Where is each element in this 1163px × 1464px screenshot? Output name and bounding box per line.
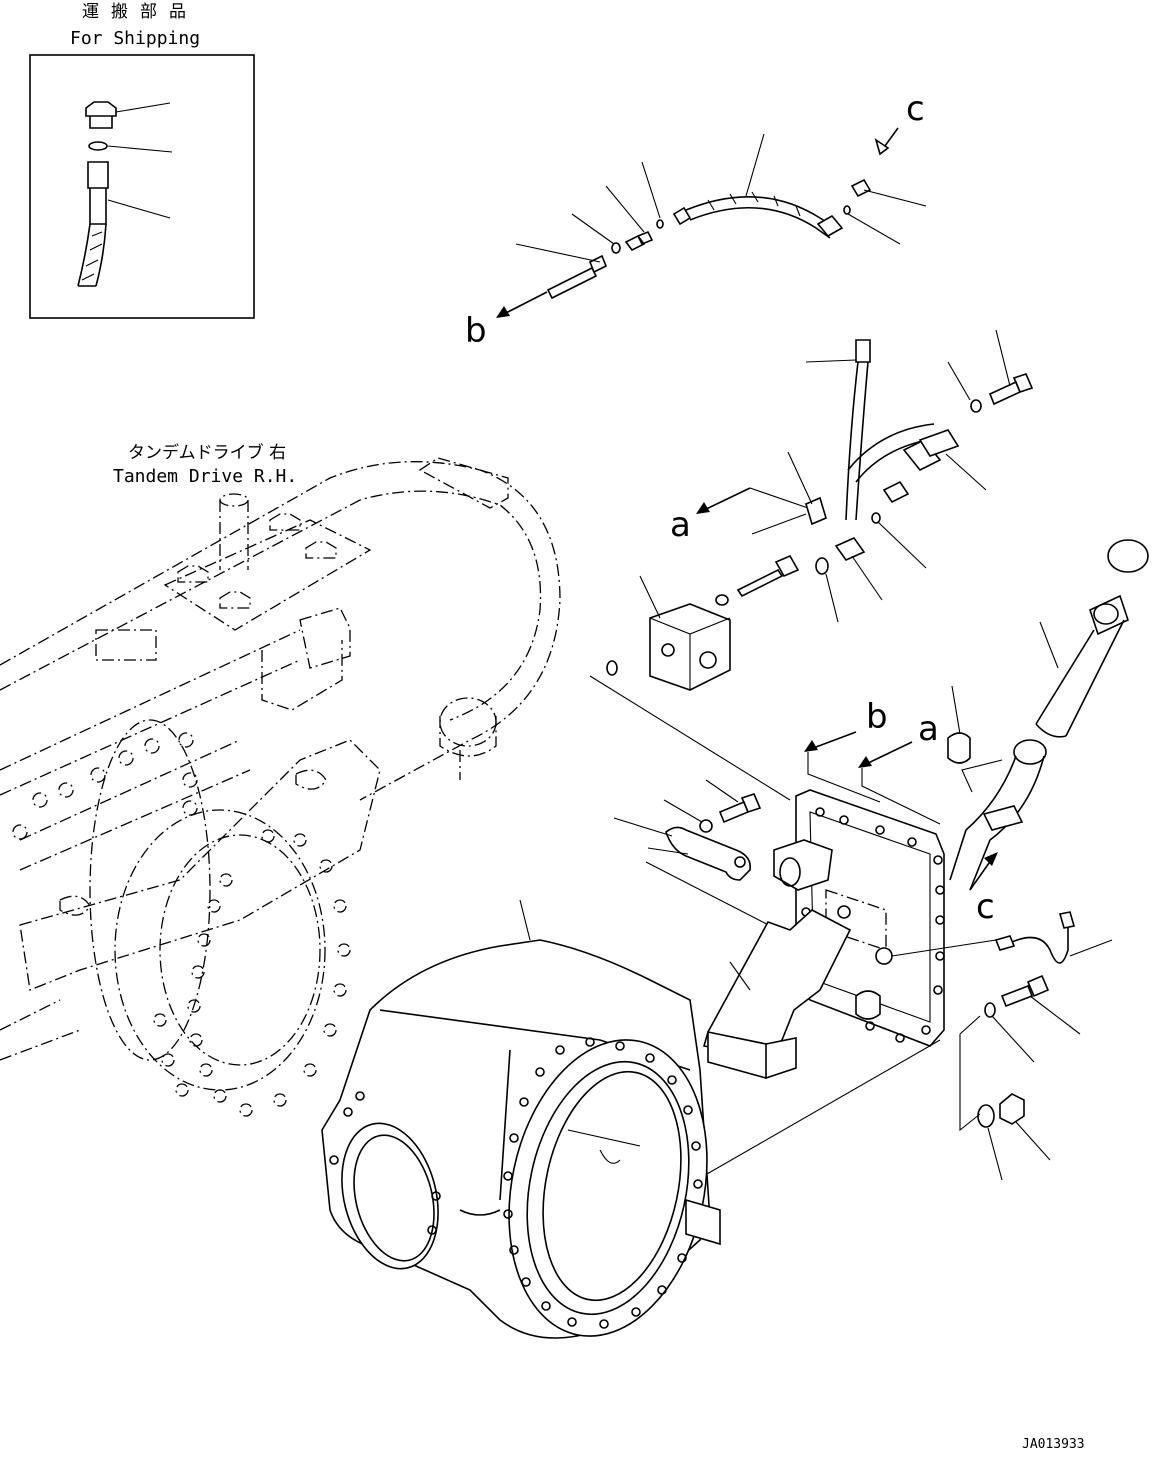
oring-1 <box>611 242 621 254</box>
shipping-title-jp: 運搬部品 <box>82 2 198 22</box>
tandem-case <box>321 899 721 1339</box>
long-bolt <box>736 554 800 598</box>
ref-label-a-lower: a <box>918 709 939 749</box>
washer-upper <box>970 399 982 413</box>
shipping-hose-fitting <box>87 161 109 225</box>
bolt-holes-housing <box>12 732 351 1117</box>
elbow-fitting <box>834 537 866 561</box>
upper-hose-assembly: c b <box>465 89 927 351</box>
tandem-title-en: Tandem Drive R.H. <box>113 466 297 487</box>
ref-label-c-lower: c <box>976 887 995 927</box>
ref-label-b-lower: b <box>866 697 888 737</box>
cover-plate <box>613 779 1113 1181</box>
oring-2 <box>656 219 664 229</box>
middle-hose-assembly: a <box>589 329 1034 801</box>
bolt-mid <box>718 793 762 824</box>
oring-5 <box>815 557 829 575</box>
tandem-title-jp: タンデムドライブ 右 <box>128 442 286 463</box>
washer-mid-2 <box>699 819 713 833</box>
oring-3 <box>843 205 851 215</box>
pressure-switch <box>918 429 960 457</box>
adapter-2 <box>850 178 872 198</box>
adapter-1 <box>624 230 654 252</box>
drain-plug <box>999 1093 1025 1125</box>
ref-label-a-mid: a <box>670 505 691 545</box>
cover-ref-arrows: b a <box>804 697 941 825</box>
shipping-frame <box>29 54 255 319</box>
cover-bracket <box>773 839 833 891</box>
breather-cap <box>947 732 971 764</box>
ref-label-c-top: c <box>906 89 925 129</box>
shipping-oring <box>88 141 108 151</box>
drawing-code: JA013933 <box>1022 1437 1085 1452</box>
cap <box>1107 539 1149 573</box>
pipe-head <box>1089 594 1129 636</box>
oring-4 <box>871 512 881 524</box>
shipping-inset: 運搬部品 For Shipping <box>29 2 255 319</box>
tube-straight <box>546 266 598 300</box>
hose-clip <box>805 496 827 526</box>
bolt-upper <box>988 373 1034 406</box>
bolt-lower <box>1000 974 1050 1008</box>
shipping-plug <box>85 101 117 129</box>
tandem-drive-rh: タンデムドライブ 右 Tandem Drive R.H. <box>0 442 561 1117</box>
breather-assembly: c <box>947 539 1149 927</box>
washer-lower <box>984 1002 996 1018</box>
shipping-title-en: For Shipping <box>70 28 200 49</box>
oring-6 <box>977 1104 995 1128</box>
ref-label-b-top: b <box>465 311 487 351</box>
case-flange-holes <box>503 1037 703 1329</box>
sensor <box>994 935 1016 951</box>
washer-mid <box>715 594 729 606</box>
mount-bracket <box>665 826 752 881</box>
